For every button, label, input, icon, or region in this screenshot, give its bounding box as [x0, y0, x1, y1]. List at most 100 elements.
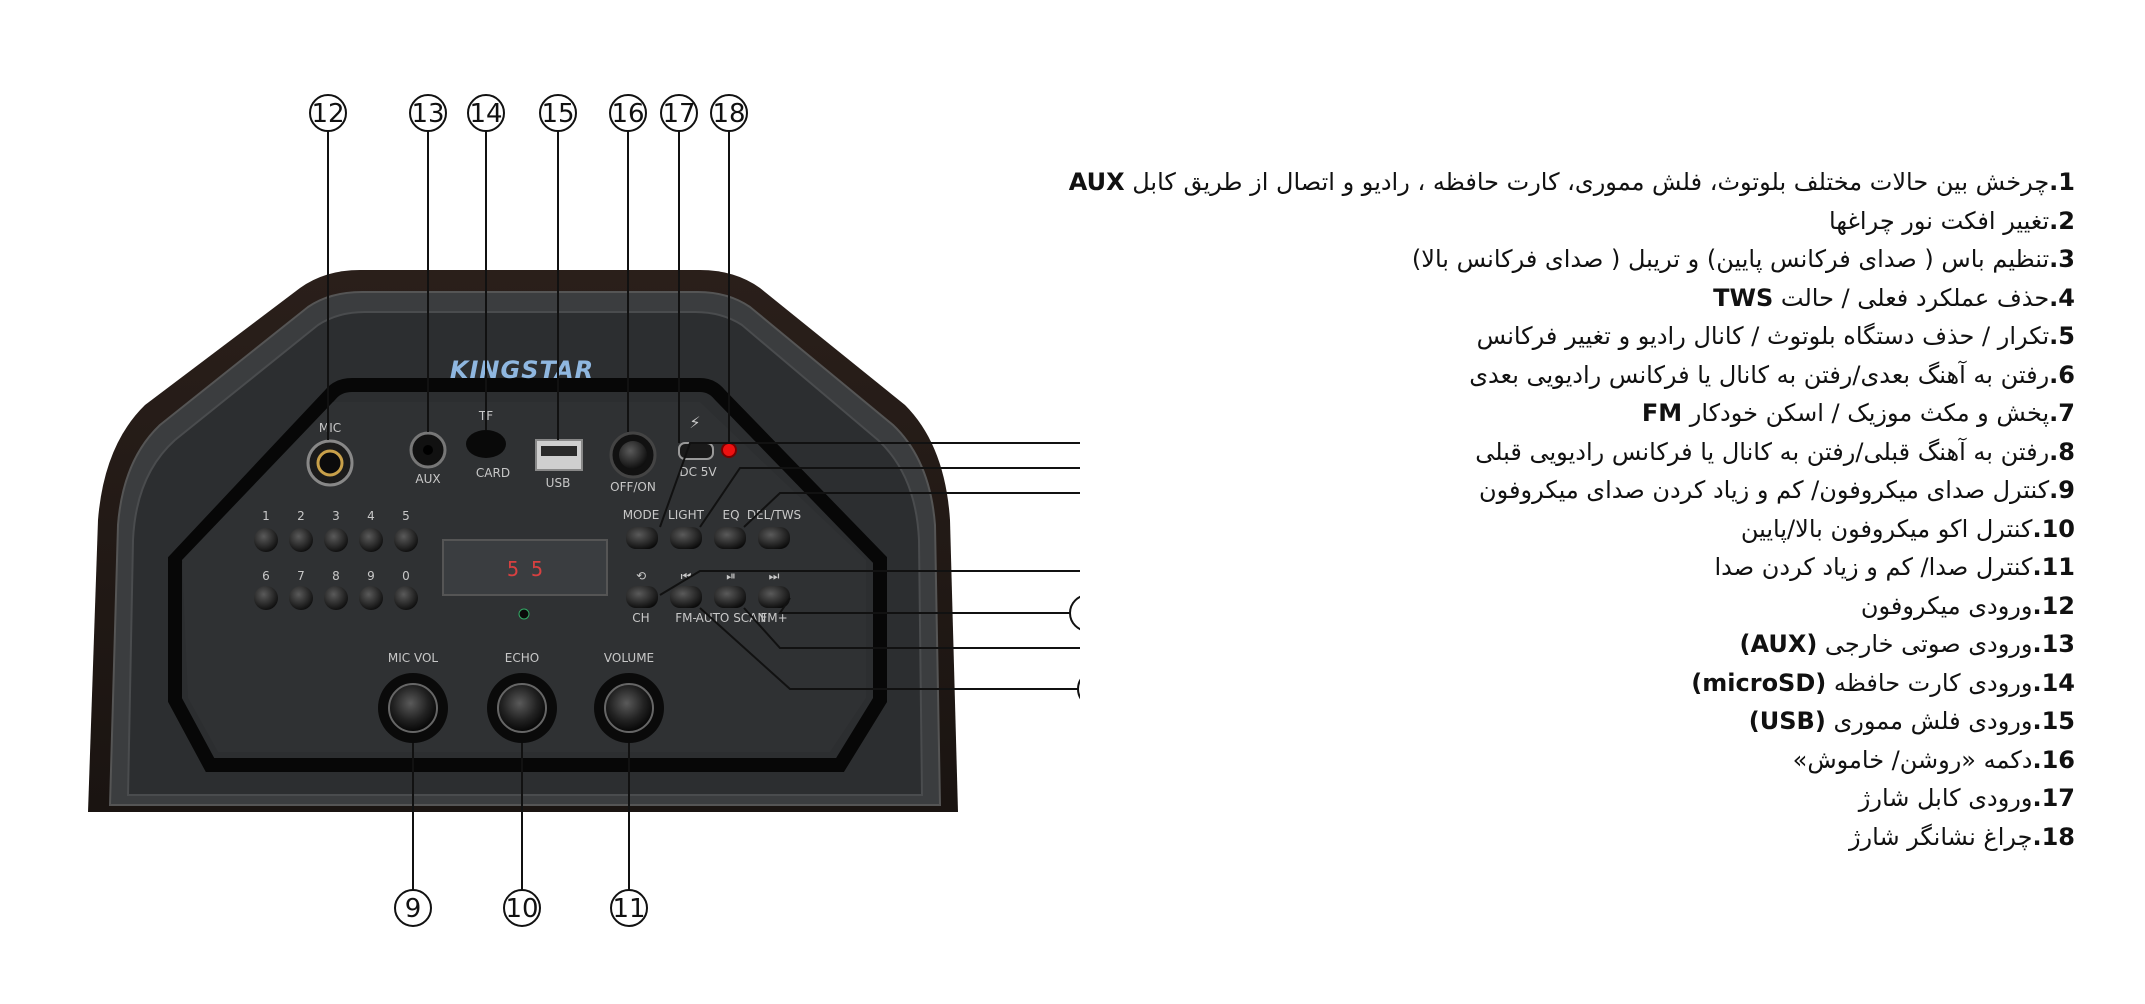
repeat-button[interactable] [626, 586, 658, 608]
preset-button[interactable] [359, 586, 383, 610]
preset-label: 2 [297, 509, 305, 523]
legend-item: 13.ورودی صوتی خارجی (AUX) [880, 625, 2075, 664]
legend-text: ورودی صوتی خارجی [1817, 630, 2032, 658]
legend-bold: (USB) [1749, 707, 1826, 735]
legend-number: 16. [2032, 746, 2075, 774]
preset-label: 4 [367, 509, 375, 523]
legend-text: تکرار / حذف دستگاه بلوتوث / کانال رادیو … [1477, 322, 2050, 350]
callout-number-14: 14 [469, 99, 502, 129]
preset-button[interactable] [289, 586, 313, 610]
legend-number: 15. [2032, 707, 2075, 735]
repeat-icon: ⟲ [636, 569, 646, 583]
light-button[interactable] [670, 527, 702, 549]
callout-number-16: 16 [611, 99, 644, 129]
legend-bold: TWS [1713, 284, 1773, 312]
legend-item: 10.کنترل اکو میکروفون بالا/پایین [880, 510, 2075, 549]
legend-number: 3. [2049, 245, 2075, 273]
callout-number-18: 18 [712, 99, 745, 129]
legend-text: رفتن به آهنگ بعدی/رفتن به کانال یا فرکان… [1469, 361, 2049, 389]
del-tws-button[interactable] [758, 527, 790, 549]
legend-item: 1.چرخش بین حالات مختلف بلوتوث، فلش مموری… [880, 163, 2075, 202]
legend-bold: FM [1642, 399, 1682, 427]
preset-label: 1 [262, 509, 270, 523]
legend-item: 14.ورودی کارت حافظه (microSD) [880, 664, 2075, 703]
legend-item: 5.تکرار / حذف دستگاه بلوتوث / کانال رادی… [880, 317, 2075, 356]
legend-item: 6.رفتن به آهنگ بعدی/رفتن به کانال یا فرک… [880, 356, 2075, 395]
legend-text: ورودی کارت حافظه [1826, 669, 2032, 697]
preset-label: 9 [367, 569, 375, 583]
dc-port-label: DC 5V [679, 465, 717, 479]
legend-bold: (microSD) [1691, 669, 1826, 697]
tf-card-slot[interactable] [466, 430, 506, 458]
legend-text: کنترل اکو میکروفون بالا/پایین [1741, 515, 2033, 543]
legend-number: 8. [2049, 438, 2075, 466]
echo-label: ECHO [505, 651, 539, 665]
echo-knob-cap [498, 684, 546, 732]
callout-number-12: 12 [311, 99, 344, 129]
preset-button[interactable] [324, 528, 348, 552]
play-pause-button[interactable] [714, 586, 746, 608]
volume-label: VOLUME [604, 651, 654, 665]
preset-label: 5 [402, 509, 410, 523]
mode-label: MODE [623, 508, 660, 522]
ch-label: CH [632, 611, 649, 625]
legend-item: 7.پخش و مکث موزیک / اسکن خودکار FM [880, 394, 2075, 433]
legend-text: ورودی میکروفون [1861, 592, 2033, 620]
lightning-icon: ⚡ [689, 413, 700, 432]
legend-item: 12.ورودی میکروفون [880, 587, 2075, 626]
usb-port-label: USB [546, 476, 571, 490]
legend-item: 16.دکمه «روشن/ خاموش» [880, 741, 2075, 780]
previous-button[interactable] [670, 586, 702, 608]
preset-label: 8 [332, 569, 340, 583]
preset-button[interactable] [394, 586, 418, 610]
fm-minus-label: FM- [675, 611, 697, 625]
power-button-cap [619, 441, 647, 469]
preset-button[interactable] [394, 528, 418, 552]
legend-number: 17. [2032, 784, 2075, 812]
legend-text: ورودی کابل شارژ [1859, 784, 2033, 812]
mic-vol-knob-cap [389, 684, 437, 732]
legend-number: 7. [2049, 399, 2075, 427]
legend-number: 1. [2049, 168, 2075, 196]
legend-text: کنترل صدا/ کم و زیاد کردن صدا [1714, 553, 2032, 581]
legend-item: 18.چراغ نشانگر شارژ [880, 818, 2075, 857]
preset-button[interactable] [359, 528, 383, 552]
preset-label: 7 [297, 569, 305, 583]
legend-text: چراغ نشانگر شارژ [1849, 823, 2033, 851]
callout-number-9: 9 [405, 894, 422, 924]
legend-text: کنترل صدای میکروفون/ کم و زیاد کردن صدای… [1479, 476, 2049, 504]
legend-number: 9. [2049, 476, 2075, 504]
legend-number: 11. [2032, 553, 2075, 581]
legend-text: پخش و مکث موزیک / اسکن خودکار [1682, 399, 2049, 427]
legend-item: 15.ورودی فلش مموری (USB) [880, 702, 2075, 741]
legend-number: 14. [2032, 669, 2075, 697]
preset-button[interactable] [289, 528, 313, 552]
legend-text: تنظیم باس ( صدای فرکانس پایین) و تریبل (… [1412, 245, 2049, 273]
legend-text: دکمه «روشن/ خاموش» [1793, 746, 2033, 774]
eq-label: EQ [722, 508, 739, 522]
legend-text: چرخش بین حالات مختلف بلوتوث، فلش مموری، … [1125, 168, 2050, 196]
legend-bold: AUX [1069, 168, 1125, 196]
mode-button[interactable] [626, 527, 658, 549]
legend-bold: (AUX) [1740, 630, 1818, 658]
led-display-text: 5 5 [507, 557, 543, 581]
preset-button[interactable] [254, 586, 278, 610]
preset-label: 6 [262, 569, 270, 583]
power-button-label: OFF/ON [610, 480, 656, 494]
legend-number: 4. [2049, 284, 2075, 312]
preset-button[interactable] [254, 528, 278, 552]
legend-text: حذف عملکرد فعلی / حالت [1773, 284, 2049, 312]
light-label: LIGHT [668, 508, 705, 522]
preset-label: 3 [332, 509, 340, 523]
preset-label: 0 [402, 569, 410, 583]
legend-item: 4.حذف عملکرد فعلی / حالت TWS [880, 279, 2075, 318]
callout-number-11: 11 [612, 894, 645, 924]
preset-button[interactable] [324, 586, 348, 610]
aux-port-hole [423, 445, 433, 455]
callout-number-13: 13 [411, 99, 444, 129]
legend-number: 6. [2049, 361, 2075, 389]
callout-number-17: 17 [662, 99, 695, 129]
tf-port-label-card: CARD [476, 466, 510, 480]
eq-button[interactable] [714, 527, 746, 549]
legend-text: ورودی فلش مموری [1826, 707, 2033, 735]
